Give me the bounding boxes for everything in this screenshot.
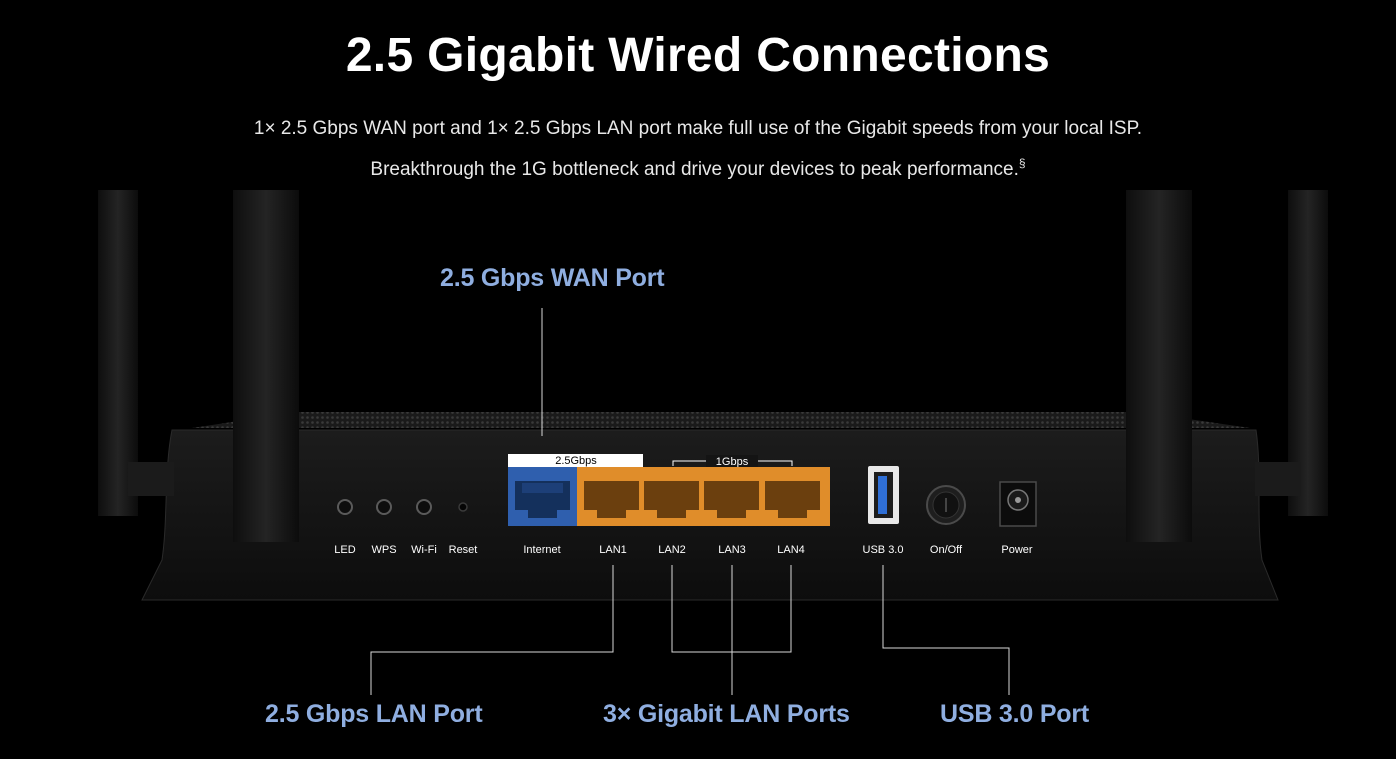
wifi-label: Wi-Fi: [411, 544, 437, 556]
lan-speed-bracket-label: 1Gbps: [716, 456, 749, 468]
usb-label: USB 3.0: [863, 544, 904, 556]
onoff-label: On/Off: [930, 544, 963, 556]
usb-leader-line: [882, 565, 1010, 695]
description-line-1: 1× 2.5 Gbps WAN port and 1× 2.5 Gbps LAN…: [253, 118, 1143, 139]
wps-button[interactable]: [376, 499, 392, 515]
antenna-front-right: [1126, 190, 1192, 542]
led-label: LED: [334, 544, 355, 556]
reset-button[interactable]: [458, 502, 468, 512]
footnote-mark: §: [1018, 156, 1026, 170]
reset-label: Reset: [449, 544, 478, 556]
lan1-port[interactable]: [584, 481, 639, 518]
lan4-label: LAN4: [777, 544, 805, 556]
page-title: 2.5 Gigabit Wired Connections: [345, 29, 1051, 82]
wan-port-callout: 2.5 Gbps WAN Port: [440, 264, 665, 292]
antenna-back-right: [1288, 190, 1328, 516]
lan3-port[interactable]: [704, 481, 759, 518]
description-line-2-text: Breakthrough the 1G bottleneck and drive…: [370, 159, 1019, 180]
antenna-front-left: [233, 190, 299, 542]
lan2-port[interactable]: [644, 481, 699, 518]
gigabit-lan-ports-callout: 3× Gigabit LAN Ports: [603, 700, 850, 728]
power-label: Power: [1001, 544, 1033, 556]
lan-speed-label-bg: [706, 455, 758, 467]
wps-label: WPS: [371, 544, 396, 556]
lan4-port[interactable]: [765, 481, 820, 518]
router-top-vent: [192, 412, 1250, 428]
description-line-2: Breakthrough the 1G bottleneck and drive…: [0, 146, 1396, 187]
wifi-button[interactable]: [416, 499, 432, 515]
lan3-label: LAN3: [718, 544, 746, 556]
usb-port-tongue: [878, 476, 887, 514]
lan1-label: LAN1: [599, 544, 627, 556]
wan-speed-strip: [508, 454, 643, 467]
description: 1× 2.5 Gbps WAN port and 1× 2.5 Gbps LAN…: [0, 112, 1396, 187]
antenna-hinge-right: [1255, 462, 1301, 496]
usb-port-callout: USB 3.0 Port: [940, 700, 1090, 728]
wan-speed-strip-label: 2.5Gbps: [555, 455, 597, 467]
lan25-port-callout: 2.5 Gbps LAN Port: [265, 700, 483, 728]
internet-label: Internet: [523, 544, 560, 556]
antenna-hinge-left: [128, 462, 174, 496]
lan25-leader-line: [370, 565, 614, 695]
antenna-back-left: [98, 190, 138, 516]
lan2-label: LAN2: [658, 544, 686, 556]
led-button[interactable]: [337, 499, 353, 515]
